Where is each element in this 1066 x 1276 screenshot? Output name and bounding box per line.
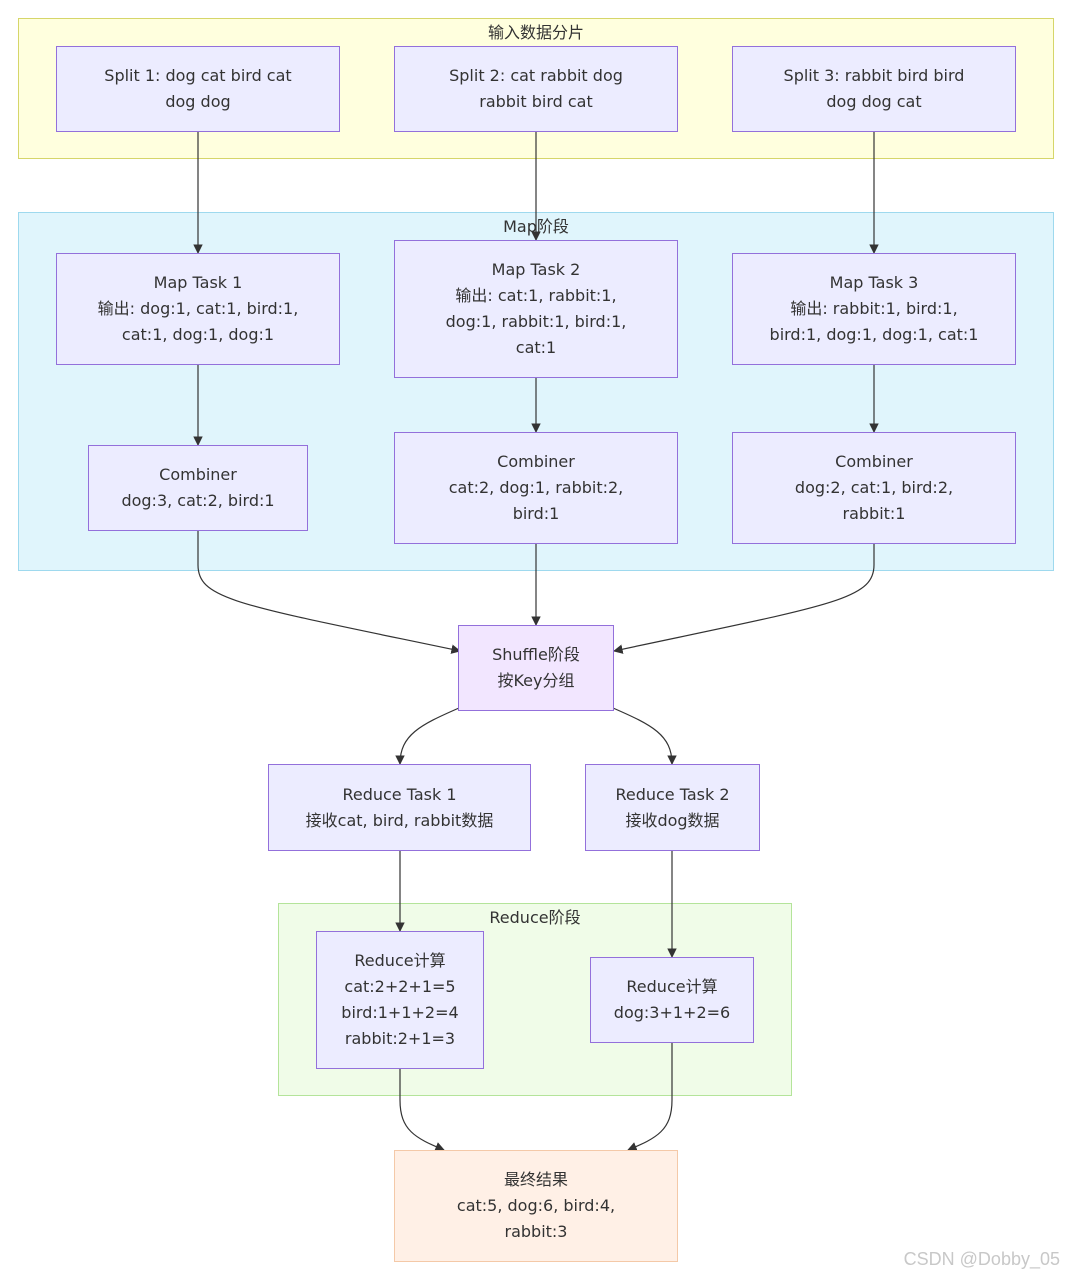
split-1-node: Split 1: dog cat bird cat dog dog [56,46,340,132]
combiner-2-node: Combiner cat:2, dog:1, rabbit:2, bird:1 [394,432,678,544]
map-task-3-line-2: 输出: rabbit:1, bird:1, [790,299,958,318]
reduce-calc-1-line-3: bird:1+1+2=4 [341,1003,459,1022]
combiner-3-line-2: dog:2, cat:1, bird:2, [794,478,954,497]
reduce-task-1-line-2: 接收cat, bird, rabbit数据 [305,810,494,830]
combiner-2-line-1: Combiner [497,452,575,471]
map-task-1-node: Map Task 1 输出: dog:1, cat:1, bird:1, cat… [56,253,340,365]
map-task-1-line-2: 输出: dog:1, cat:1, bird:1, [97,299,299,318]
reduce-calc-1-node: Reduce计算 cat:2+2+1=5 bird:1+1+2=4 rabbit… [316,931,484,1069]
shuffle-line-2: 按Key分组 [497,671,575,690]
split-3-line-2: dog dog cat [826,92,922,111]
combiner-2-line-3: bird:1 [512,504,560,523]
combiner-3-node: Combiner dog:2, cat:1, bird:2, rabbit:1 [732,432,1016,544]
map-task-1-line-3: cat:1, dog:1, dog:1 [121,325,275,344]
reduce-calc-1-line-2: cat:2+2+1=5 [344,977,456,996]
reduce-calc-1-line-1: Reduce计算 [354,951,446,970]
combiner-2-line-2: cat:2, dog:1, rabbit:2, [448,478,624,497]
edge-combiner1-shuffle [197,531,461,654]
edge-shuffle-reducetask1 [395,707,460,765]
map-task-3-line-1: Map Task 3 [829,273,919,292]
map-task-2-line-4: cat:1 [515,338,557,357]
split-2-line-2: rabbit bird cat [479,92,593,111]
combiner-3-line-1: Combiner [835,452,913,471]
reduce-calc-2-line-2: dog:3+1+2=6 [613,1003,731,1022]
watermark-text: CSDN @Dobby_05 [903,1249,1060,1269]
reduce-task-2-line-2: 接收dog数据 [625,810,720,830]
reduce-task-1-line-1: Reduce Task 1 [342,784,457,804]
map-task-1-line-1: Map Task 1 [153,273,243,292]
reduce-task-1-node: Reduce Task 1 接收cat, bird, rabbit数据 [268,764,531,851]
combiner-1-node: Combiner dog:3, cat:2, bird:1 [88,445,308,531]
edge-calc2-final [627,1043,673,1152]
edge-combiner3-shuffle [613,544,875,654]
split-1-line-2: dog dog [165,92,231,111]
reduce-calc-2-line-1: Reduce计算 [626,977,718,996]
split-2-node: Split 2: cat rabbit dog rabbit bird cat [394,46,678,132]
map-task-2-line-1: Map Task 2 [491,260,581,279]
final-result-node: 最终结果 cat:5, dog:6, bird:4, rabbit:3 [394,1150,678,1262]
map-task-3-line-3: bird:1, dog:1, dog:1, cat:1 [769,325,979,344]
edge-calc1-final [399,1069,445,1152]
map-task-2-line-3: dog:1, rabbit:1, bird:1, [445,312,627,331]
final-result-line-3: rabbit:3 [504,1222,568,1241]
map-task-2-node: Map Task 2 输出: cat:1, rabbit:1, dog:1, r… [394,240,678,378]
shuffle-node: Shuffle阶段 按Key分组 [458,625,614,711]
reduce-task-2-node: Reduce Task 2 接收dog数据 [585,764,760,851]
combiner-1-line-2: dog:3, cat:2, bird:1 [121,491,275,510]
map-task-2-line-2: 输出: cat:1, rabbit:1, [455,286,617,305]
map-task-3-node: Map Task 3 输出: rabbit:1, bird:1, bird:1,… [732,253,1016,365]
split-3-line-1: Split 3: rabbit bird bird [783,66,965,85]
combiner-3-line-3: rabbit:1 [842,504,906,523]
split-1-line-1: Split 1: dog cat bird cat [104,66,292,85]
cluster-reduce-title: Reduce阶段 [489,908,581,927]
reduce-task-2-line-1: Reduce Task 2 [615,784,730,804]
shuffle-line-1: Shuffle阶段 [492,645,580,664]
final-result-line-1: 最终结果 [503,1170,568,1189]
split-3-node: Split 3: rabbit bird bird dog dog cat [732,46,1016,132]
final-result-line-2: cat:5, dog:6, bird:4, [456,1196,616,1215]
reduce-calc-2-node: Reduce计算 dog:3+1+2=6 [590,957,754,1043]
edge-shuffle-reducetask2 [612,707,677,765]
cluster-input-title: 输入数据分片 [487,23,584,42]
split-2-line-1: Split 2: cat rabbit dog [449,66,623,85]
reduce-calc-1-line-4: rabbit:2+1=3 [344,1029,456,1048]
combiner-1-line-1: Combiner [159,465,237,484]
